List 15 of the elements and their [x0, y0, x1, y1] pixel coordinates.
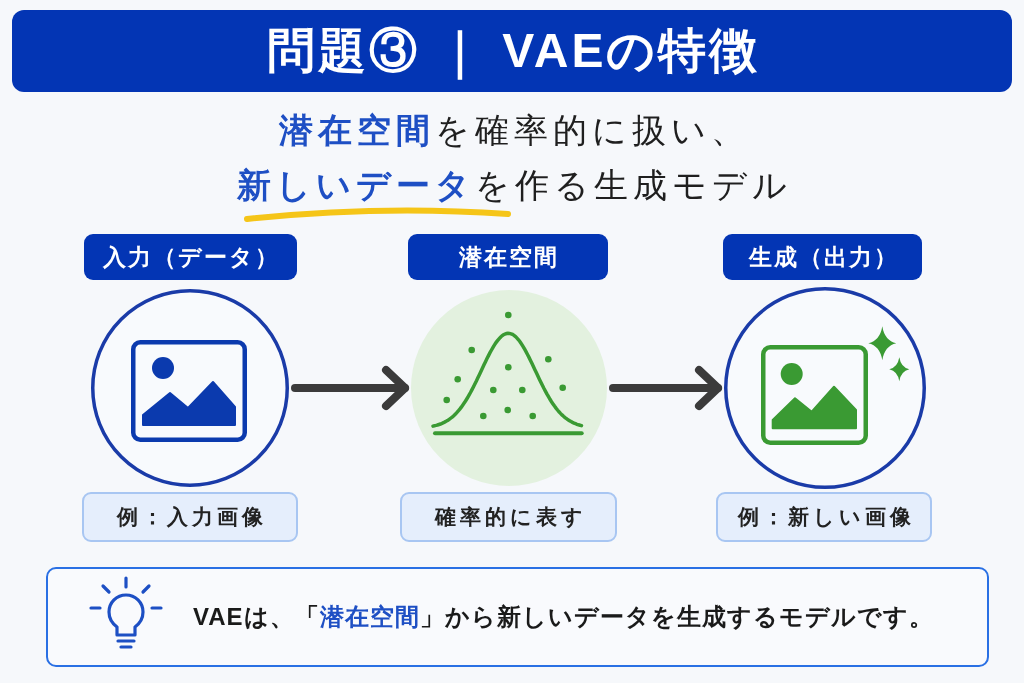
caption-box: 確率的に表す	[400, 492, 617, 542]
heading-box: 入力（データ）	[84, 234, 297, 280]
caption-box: 例：新しい画像	[716, 492, 932, 542]
arrow	[609, 366, 722, 410]
heading-box: 生成（出力）	[723, 234, 922, 280]
circle	[724, 287, 926, 489]
circle	[411, 290, 607, 486]
note-text: VAEは、「潜在空間」から新しいデータを生成するモデルです。	[193, 602, 934, 632]
heading-box: 潜在空間	[408, 234, 608, 280]
subtitle: 潜在空間を確率的に扱い、新しいデータを作る生成モデル	[236, 110, 792, 206]
arrow	[291, 366, 409, 410]
title-banner: 問題③ ｜ VAEの特徴	[12, 10, 1012, 92]
note-box	[46, 567, 989, 667]
circle	[91, 289, 289, 487]
caption-box: 例：入力画像	[82, 492, 298, 542]
